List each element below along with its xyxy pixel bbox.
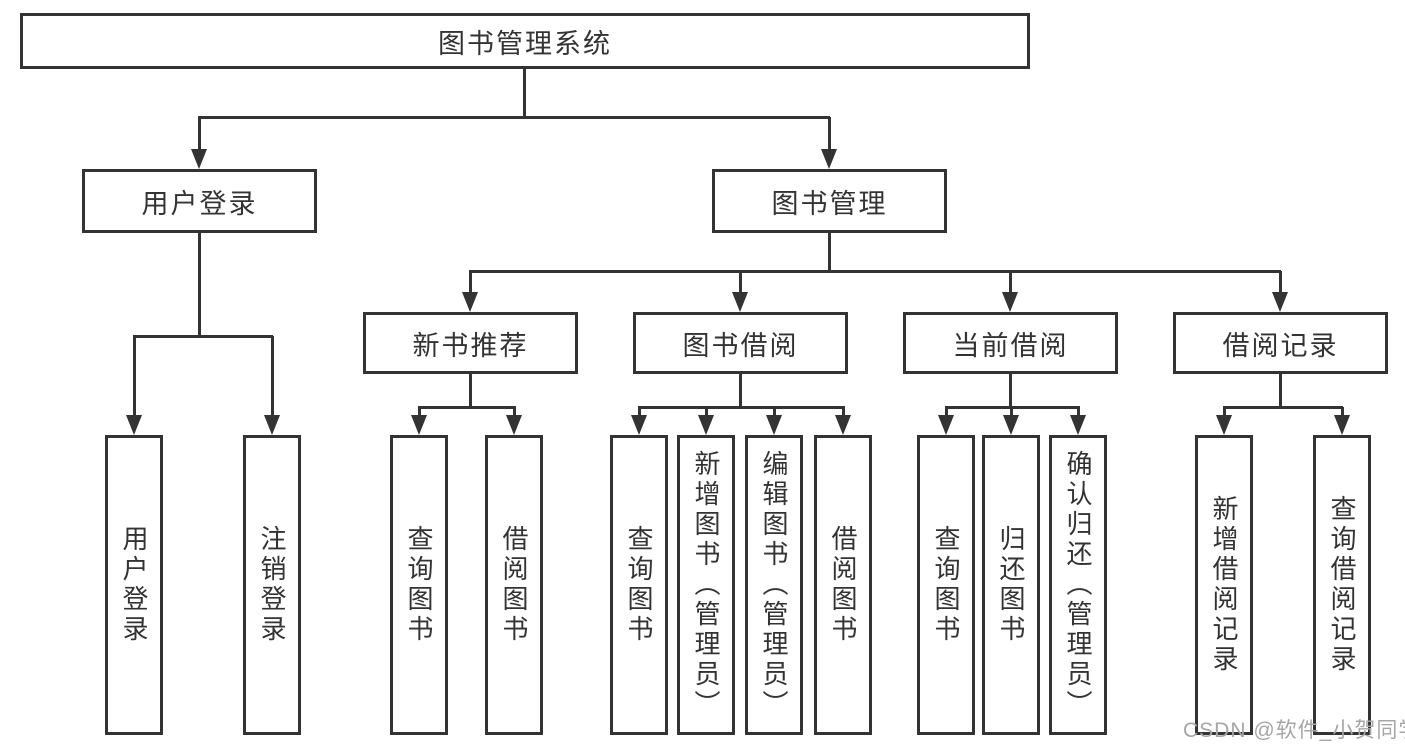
arrowhead-down-icon	[462, 292, 478, 312]
connector-line	[198, 117, 201, 153]
arrowhead-down-icon	[1216, 415, 1232, 435]
node-book-borrowing: 图书借阅	[633, 312, 848, 374]
node-user-login: 用户登录	[82, 169, 317, 233]
connector-line	[705, 407, 708, 418]
arrowhead-down-icon	[835, 415, 851, 435]
leaf-query-books-new: 查询图书	[390, 435, 448, 735]
arrowhead-down-icon	[766, 415, 782, 435]
arrowhead-down-icon	[1272, 292, 1288, 312]
arrowhead-down-icon	[821, 149, 837, 169]
csdn-watermark: CSDN @软件_小贺同学	[1183, 719, 1405, 742]
connector-line	[1077, 407, 1080, 418]
node-book-management: 图书管理	[712, 169, 947, 233]
leaf-return-books: 归还图书	[982, 435, 1040, 735]
connector-line	[418, 407, 421, 418]
connector-line	[1009, 374, 1012, 408]
leaf-logout: 注销登录	[243, 435, 301, 735]
leaf-edit-books-admin: 编辑图书（管理员）	[745, 435, 803, 735]
arrowhead-down-icon	[1070, 415, 1086, 435]
arrowhead-down-icon	[938, 415, 954, 435]
connector-line	[198, 116, 830, 119]
node-library-system: 图书管理系统	[20, 13, 1030, 69]
arrowhead-down-icon	[1002, 292, 1018, 312]
arrowhead-down-icon	[506, 415, 522, 435]
connector-line	[133, 336, 136, 418]
leaf-confirm-return-admin: 确认归还（管理员）	[1049, 435, 1107, 735]
arrowhead-down-icon	[1334, 415, 1350, 435]
arrowhead-down-icon	[732, 292, 748, 312]
connector-line	[133, 335, 273, 338]
arrowhead-down-icon	[698, 415, 714, 435]
connector-line	[1341, 407, 1344, 418]
connector-line	[198, 233, 201, 336]
leaf-query-books-current: 查询图书	[917, 435, 975, 735]
arrowhead-down-icon	[264, 415, 280, 435]
connector-line	[271, 336, 274, 418]
connector-line	[418, 406, 516, 409]
connector-line	[739, 374, 742, 408]
connector-line	[1279, 374, 1282, 408]
arrowhead-down-icon	[191, 149, 207, 169]
leaf-borrow-books-new: 借阅图书	[485, 435, 543, 735]
connector-line	[513, 407, 516, 418]
connector-line	[1009, 271, 1012, 295]
connector-line	[469, 271, 472, 295]
connector-line	[1223, 407, 1226, 418]
connector-line	[828, 233, 831, 271]
arrowhead-down-icon	[411, 415, 427, 435]
connector-line	[1223, 406, 1343, 409]
arrowhead-down-icon	[631, 415, 647, 435]
connector-line	[773, 407, 776, 418]
leaf-borrow-books-borrow: 借阅图书	[814, 435, 872, 735]
connector-line	[523, 69, 526, 117]
arrowhead-down-icon	[1003, 415, 1019, 435]
arrowhead-down-icon	[126, 415, 142, 435]
connector-line	[638, 406, 845, 409]
connector-line	[1279, 271, 1282, 295]
leaf-query-borrow-record: 查询借阅记录	[1313, 435, 1371, 735]
connector-line	[638, 407, 641, 418]
connector-line	[469, 270, 1281, 273]
connector-line	[469, 374, 472, 408]
connector-line	[739, 271, 742, 295]
connector-line	[945, 407, 948, 418]
connector-line	[842, 407, 845, 418]
leaf-user-login: 用户登录	[105, 435, 163, 735]
connector-line	[828, 117, 831, 153]
leaf-query-books-borrow: 查询图书	[610, 435, 668, 735]
leaf-add-books-admin: 新增图书（管理员）	[677, 435, 735, 735]
node-current-borrowing: 当前借阅	[903, 312, 1118, 374]
node-new-book-recommend: 新书推荐	[363, 312, 578, 374]
node-borrow-records: 借阅记录	[1173, 312, 1388, 374]
connector-line	[1010, 407, 1013, 418]
leaf-add-borrow-record: 新增借阅记录	[1195, 435, 1253, 735]
